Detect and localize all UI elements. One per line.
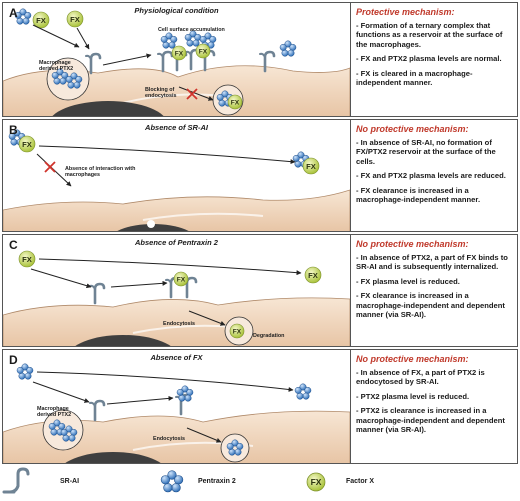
legend-pentraxin-label: Pentraxin 2 <box>198 478 236 485</box>
nucleus <box>117 224 189 231</box>
legend-sr-ai-label: SR-AI <box>60 478 80 485</box>
panel-a: FX FX FX FX FX A Physiological condition… <box>2 2 518 117</box>
macrophage-cell <box>3 297 350 346</box>
fx-label: FX <box>233 328 242 335</box>
bullet: - In absence of PTX2, a part of FX binds… <box>356 253 508 272</box>
macrophage-cell <box>3 189 350 231</box>
label-macrophage-ptx2: Macrophage derived PTX2 <box>37 406 72 418</box>
panel-title: Physiological condition <box>134 6 219 15</box>
panel-c: FX FX FX FX C Absence of Pentraxin 2 End… <box>2 234 518 347</box>
legend: FX SR-AI Pentraxin 2 Factor X <box>2 466 518 499</box>
bullet: - FX clearance is increased in a macroph… <box>356 185 481 205</box>
fx-label: FX <box>175 50 184 57</box>
bullet: - FX clearance is increased in a macroph… <box>356 291 505 320</box>
label-macrophage-ptx2: Macrophage derived PTX2 <box>39 60 74 72</box>
legend-factor-x-label: Factor X <box>346 478 375 485</box>
fx-label: FX <box>306 162 316 171</box>
bullet: - FX and PTX2 plasma levels are reduced. <box>356 171 506 181</box>
divider <box>350 3 351 116</box>
nucleus <box>65 452 161 463</box>
bullet: - Formation of a ternary complex that fu… <box>356 21 503 49</box>
panel-letter: A <box>9 6 18 20</box>
label-endocytosis: Endocytosis <box>163 321 196 327</box>
bullet: - In absence of FX, a part of PTX2 is en… <box>356 368 485 387</box>
panel-b-illustration: FX FX <box>3 120 350 231</box>
fx-label: FX <box>199 48 208 55</box>
panel-d: D Absence of FX Macrophage derived PTX2 … <box>2 349 518 464</box>
mechanism-heading: No protective mechanism: <box>356 354 469 364</box>
bullet: - PTX2 is clearance is increased in a ma… <box>356 406 505 435</box>
fx-label: FX <box>231 99 240 106</box>
fx-label: FX <box>311 477 322 487</box>
divider <box>350 120 351 231</box>
fx-label: FX <box>36 16 46 25</box>
mechanism-heading: No protective mechanism: <box>356 239 469 249</box>
panel-c-text: No protective mechanism: - In absence of… <box>356 239 513 324</box>
fx-label: FX <box>22 140 32 149</box>
bullet: - FX is cleared in a macrophage-independ… <box>356 68 473 88</box>
panel-d-text: No protective mechanism: - In absence of… <box>356 354 513 439</box>
bullet: - FX and PTX2 plasma levels are normal. <box>356 54 502 64</box>
pentraxin-icon <box>160 470 184 493</box>
label-blocking: Blocking of endocytosis <box>145 87 177 99</box>
panel-letter: B <box>9 123 18 137</box>
panel-title: Absence of SR-AI <box>145 123 208 132</box>
block-cross-b <box>44 161 56 173</box>
label-cell-surface: Cell surface accumulation <box>158 27 225 33</box>
panel-b-text: No protective mechanism: - In absence of… <box>356 124 513 209</box>
mechanism-heading: No protective mechanism: <box>356 124 469 134</box>
block-cross-a <box>186 88 198 100</box>
fx-label: FX <box>70 15 80 24</box>
nucleus <box>52 101 164 116</box>
divider <box>350 350 351 463</box>
label-endocytosis: Endocytosis <box>153 436 186 442</box>
label-absence-interaction: Absence of interaction with macrophages <box>65 166 136 178</box>
nucleus <box>75 335 171 346</box>
bullet: - PTX2 plasma level is reduced. <box>356 391 470 401</box>
bullet: - In absence of SR-AI, no formation of F… <box>356 138 496 166</box>
sr-ai-icon <box>2 467 30 494</box>
fx-label: FX <box>22 255 32 264</box>
panel-c-illustration: FX FX FX FX <box>3 235 350 346</box>
panel-d-illustration <box>3 350 350 463</box>
factor-x-icon: FX <box>306 472 326 492</box>
panel-letter: D <box>9 353 18 367</box>
panel-a-text: Protective mechanism: - Formation of a t… <box>356 7 513 92</box>
divider <box>350 235 351 346</box>
panel-title: Absence of FX <box>150 353 203 362</box>
panel-letter: C <box>9 238 18 252</box>
fx-label: FX <box>308 271 318 280</box>
panel-b: FX FX B Absence of SR-AI Absence of inte… <box>2 119 518 232</box>
panel-title: Absence of Pentraxin 2 <box>135 238 218 247</box>
panel-a-illustration: FX FX FX FX FX <box>3 3 350 116</box>
fx-label: FX <box>177 276 186 283</box>
bullet: - FX plasma level is reduced. <box>356 276 460 286</box>
label-degradation: Degradation <box>253 333 285 339</box>
mechanism-heading: Protective mechanism: <box>356 7 455 17</box>
